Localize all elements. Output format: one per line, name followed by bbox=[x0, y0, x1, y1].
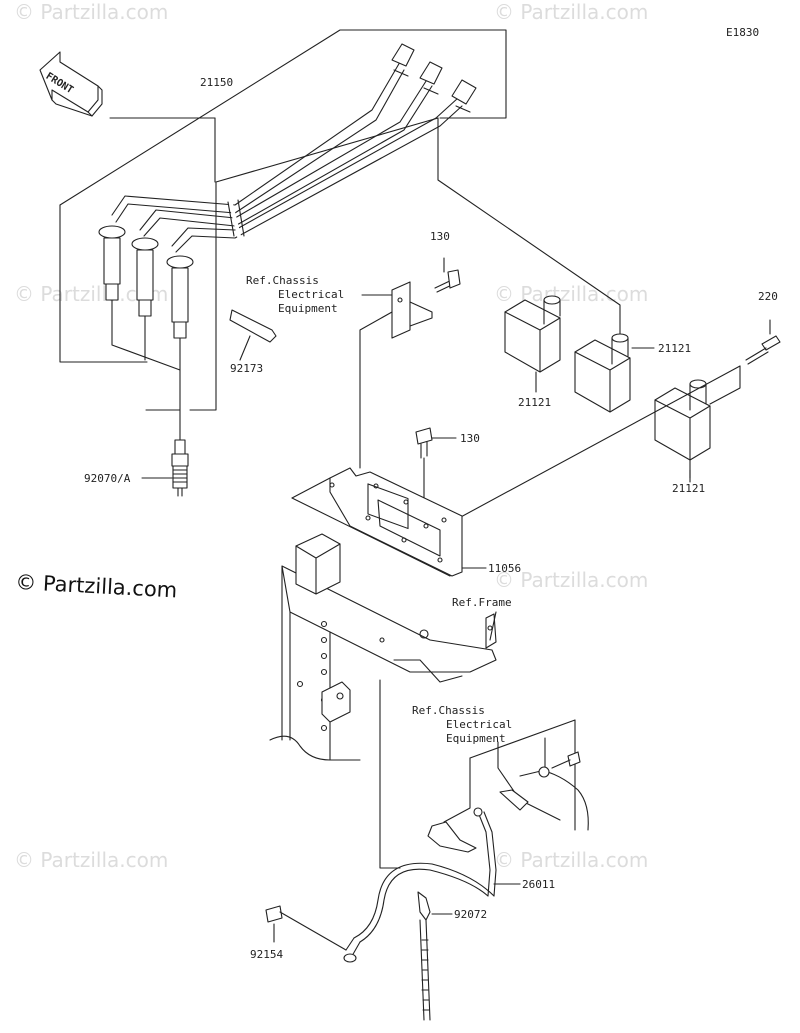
ref-chassis-top-line1: Ref.Chassis bbox=[246, 274, 319, 287]
part-label-21150[interactable]: 21150 bbox=[200, 76, 234, 89]
part-label-130-lower[interactable]: 130 bbox=[460, 432, 480, 445]
ignition-coil-right bbox=[654, 379, 711, 479]
part-label-21121-left[interactable]: 21121 bbox=[518, 396, 552, 409]
ignition-coil-left bbox=[504, 295, 561, 393]
ref-frame-label: Ref.Frame bbox=[452, 596, 512, 609]
wire-tag bbox=[229, 309, 277, 361]
ref-chassis-bottom-line3: Equipment bbox=[446, 732, 506, 745]
ref-chassis-bottom-line1: Ref.Chassis bbox=[412, 704, 485, 717]
watermark: © Partzilla.com bbox=[14, 848, 169, 872]
watermark: © Partzilla.com bbox=[494, 0, 649, 24]
ref-chassis-bottom-line2: Electrical bbox=[446, 718, 513, 731]
ignition-coil-center bbox=[574, 333, 655, 413]
part-label-21121-right[interactable]: 21121 bbox=[672, 482, 706, 495]
diagram-code: E1830 bbox=[726, 26, 760, 39]
bolt-92154 bbox=[265, 905, 347, 951]
bolt-220 bbox=[445, 319, 781, 526]
upper-bracket bbox=[359, 257, 461, 469]
spark-plug-wire-set bbox=[59, 29, 621, 441]
ref-chassis-top-line3: Equipment bbox=[278, 302, 338, 315]
part-label-92154[interactable]: 92154 bbox=[250, 948, 284, 961]
ref-chassis-top-line2: Electrical bbox=[278, 288, 345, 301]
frame bbox=[269, 533, 497, 869]
part-label-92072[interactable]: 92072 bbox=[454, 908, 488, 921]
watermark: © Partzilla.com bbox=[14, 0, 169, 24]
cable-tie bbox=[417, 891, 453, 1021]
part-label-26011[interactable]: 26011 bbox=[522, 878, 556, 891]
coil-mounting-plate bbox=[291, 467, 487, 577]
watermark: © Partzilla.com bbox=[494, 568, 649, 592]
part-label-92070-a[interactable]: 92070/A bbox=[84, 472, 131, 485]
part-label-11056[interactable]: 11056 bbox=[488, 562, 522, 575]
part-label-21121-center[interactable]: 21121 bbox=[658, 342, 692, 355]
part-label-92173[interactable]: 92173 bbox=[230, 362, 264, 375]
watermark: © Partzilla.com bbox=[494, 848, 649, 872]
part-label-220[interactable]: 220 bbox=[758, 290, 778, 303]
part-label-130-upper[interactable]: 130 bbox=[430, 230, 450, 243]
front-arrow-icon bbox=[39, 51, 103, 117]
watermark: © Partzilla.com bbox=[494, 282, 649, 306]
ground-cable bbox=[343, 719, 589, 963]
spark-plug bbox=[141, 439, 189, 497]
